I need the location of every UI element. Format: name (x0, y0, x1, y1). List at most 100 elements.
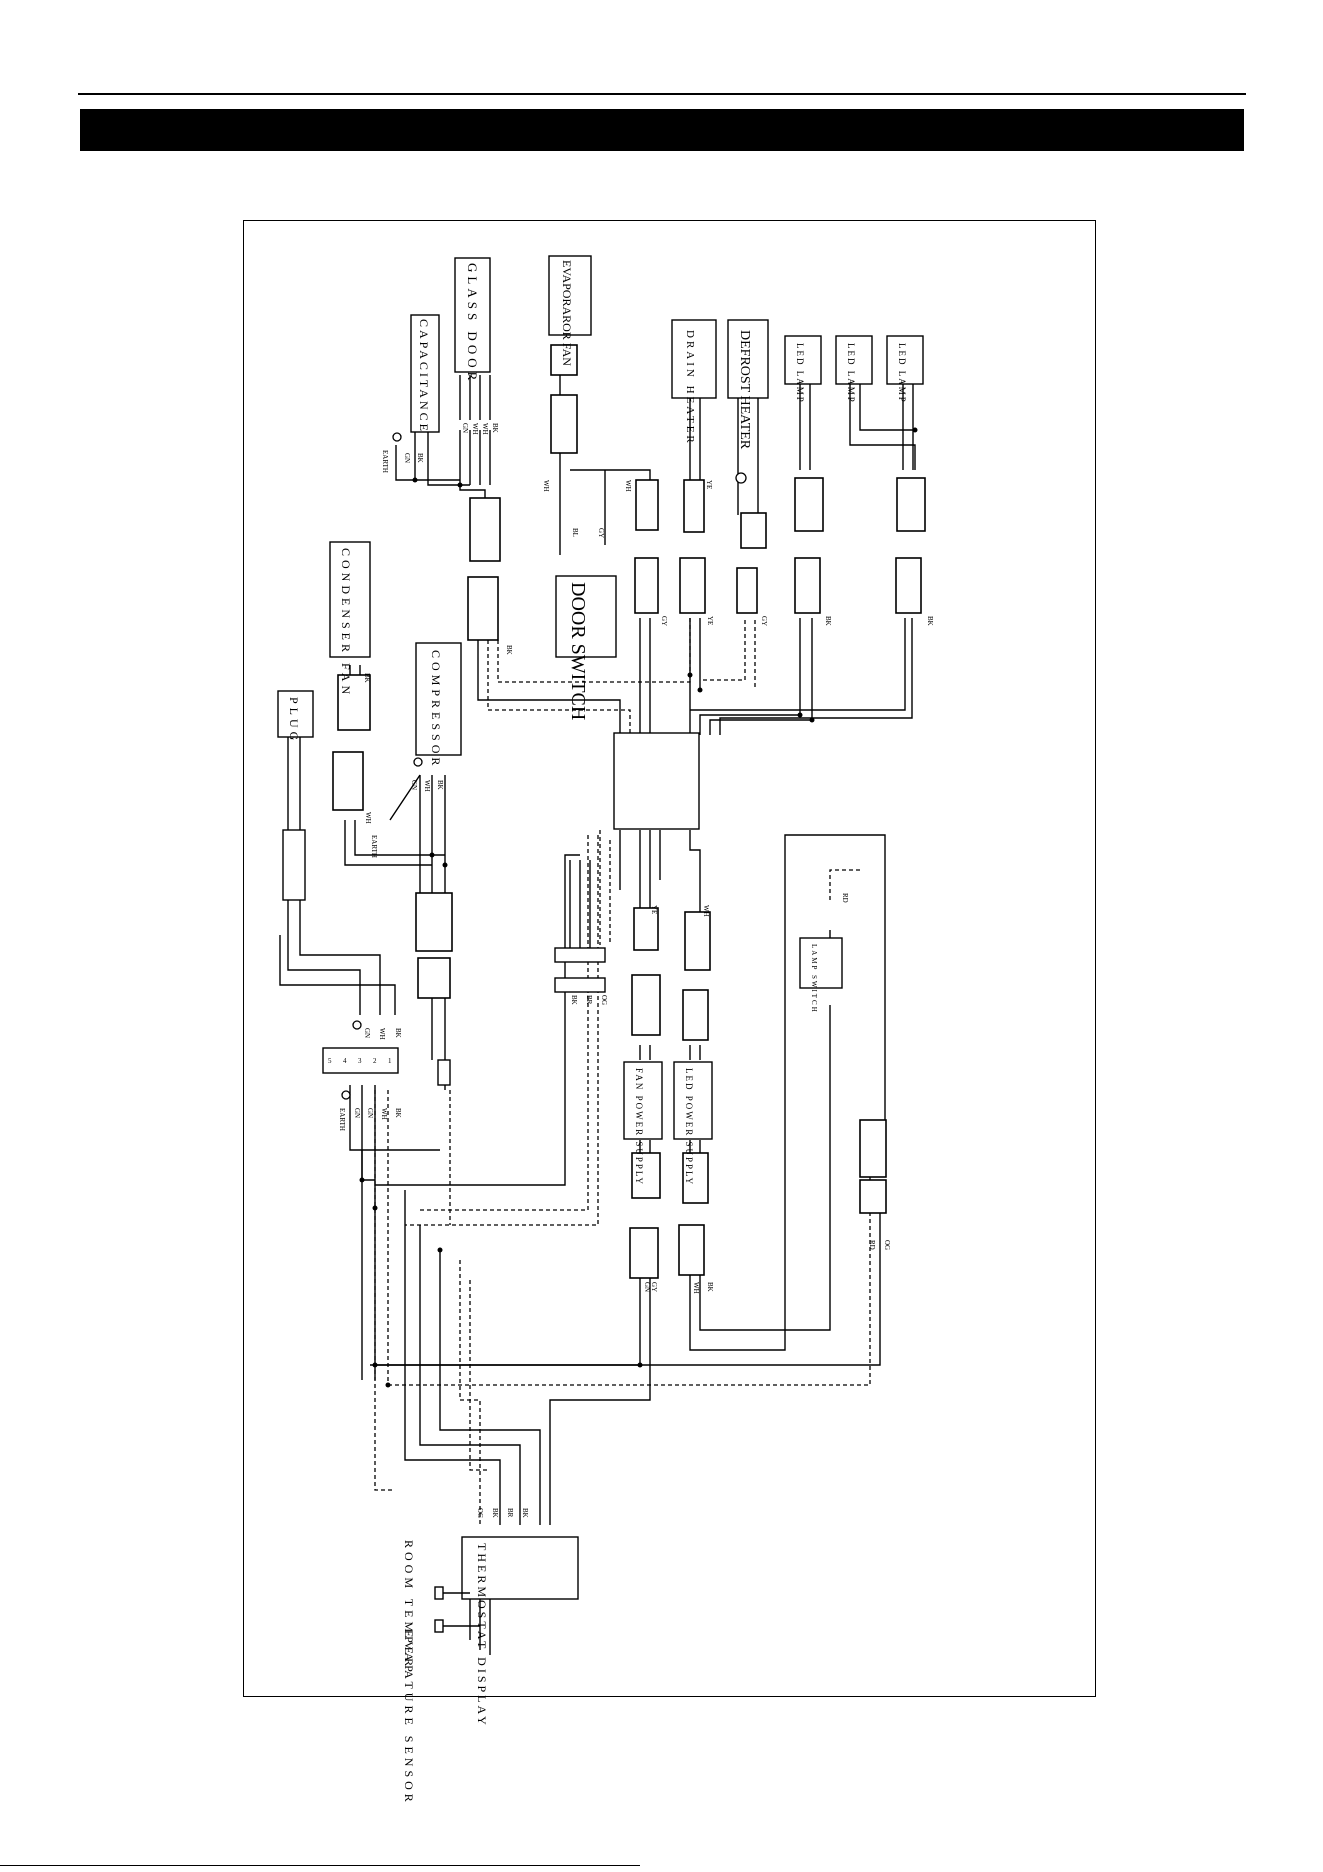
door-switch-label: DOOR SWITCH (567, 582, 589, 720)
condenser-fan-connector-2 (332, 751, 364, 811)
led-lamp-3-connector (896, 477, 926, 532)
terminal-number: 4 (343, 1057, 347, 1065)
terminal-number: 3 (358, 1057, 362, 1065)
drain-heater-connector-2 (679, 557, 706, 614)
wire-code: WH (702, 905, 710, 917)
defrost-heater-connector-2 (736, 567, 758, 614)
defrost-heater-label: DEFROST HEATER (737, 330, 752, 450)
earth-symbols (341, 432, 747, 1100)
diagram-frame (243, 220, 1096, 1697)
lamp-switch-label: LAMP SWITCH (810, 944, 818, 1014)
wire-code: GN (403, 453, 411, 463)
led-connector (684, 911, 711, 971)
fan-power-supply-box (623, 1061, 663, 1140)
led-supply-output (682, 1152, 709, 1204)
drain-heater-label: DRAIN HEATER (684, 330, 696, 446)
wire-code: GN (643, 1282, 651, 1292)
wire-code: BK (570, 995, 578, 1005)
wire-code: WH (481, 423, 489, 435)
earth-icon (413, 757, 423, 767)
terminal-number: 1 (388, 1057, 392, 1065)
capacitance-box (410, 314, 440, 433)
wire-code: GN (363, 1028, 371, 1038)
door-switch-connector (634, 557, 659, 614)
junction-dots (359, 427, 918, 1388)
wire-code: BK (824, 616, 832, 626)
wire-code: WH (423, 780, 431, 792)
wire-code: BK (505, 645, 513, 655)
terminal-block-plug (322, 1047, 399, 1074)
terminal-strip-upper (554, 947, 606, 963)
lamp-switch-connector (859, 1119, 887, 1178)
inline-fuse-2 (437, 1059, 451, 1086)
led-lamp-1-label: LED LAMP (795, 343, 805, 404)
glass-door-connector (469, 497, 501, 562)
wire-code: WH (364, 812, 372, 824)
component-boxes (277, 255, 924, 1600)
wire-code: GN (410, 780, 418, 790)
lamp-switch-box (799, 937, 843, 989)
wire-code: BR (585, 995, 593, 1005)
thermostat-display-box (461, 1536, 579, 1600)
condenser-fan-box (329, 541, 371, 658)
wire-code: WH (542, 480, 550, 492)
lamp-switch-connector-2 (859, 1179, 887, 1214)
wire-code: YE (706, 616, 714, 625)
defrost-heater-box (727, 319, 769, 399)
evap-fan-connector-c (635, 479, 659, 531)
plug-label: PLUG (287, 697, 301, 744)
capacitance-label: CAPACITANCE (417, 319, 431, 434)
wire-code: GY (650, 1282, 658, 1292)
wire-code: BK (394, 1028, 402, 1038)
led-connector-3 (678, 1224, 705, 1276)
evaporator-fan-label: EVAPORAROR FAN (560, 260, 574, 366)
wire-code: BK (491, 1508, 499, 1518)
led-supply-input (682, 989, 709, 1041)
led-lamp-2-box (835, 335, 873, 385)
wire-code: GN (461, 423, 469, 433)
wire-code: GY (760, 616, 768, 626)
fan-connector-3 (629, 1227, 659, 1279)
wire-code: BK (926, 616, 934, 626)
wire-code: BK (416, 453, 424, 463)
drain-heater-connector (683, 479, 705, 533)
led-lamp-1-connector-2 (794, 557, 821, 614)
evaporator-fan-box (548, 255, 592, 336)
evap-label: EVAP (402, 1630, 416, 1676)
led-lamp-1-box (784, 335, 822, 385)
wire-code: OG (600, 995, 608, 1005)
led-lamp-3-label: LED LAMP (897, 343, 907, 404)
wire-code: RD (868, 1240, 876, 1250)
wire-code: BK (521, 1508, 529, 1518)
wire-code: RD (841, 893, 849, 903)
compressor-connector (415, 892, 453, 952)
earth-icon (392, 432, 402, 442)
wire-code: BK (491, 423, 499, 433)
top-rule (78, 93, 1246, 95)
led-lamp-2-label: LED LAMP (846, 343, 856, 404)
terminal-blocks: 1 2 3 4 5 (322, 947, 606, 1074)
wire-code-labels: EARTH GN BK GN WH WH BK WH WH BL GY YE G… (338, 423, 934, 1518)
evap-sensor-probe (434, 1619, 444, 1633)
terminal-number: 2 (373, 1057, 377, 1065)
glass-door-label: GLASS DOOR (465, 263, 480, 384)
wire-code: WH (471, 423, 479, 435)
wire-code: GY (597, 528, 605, 538)
door-switch-box (555, 575, 617, 658)
wire-code: WH (624, 480, 632, 492)
wire-code: YE (705, 480, 713, 489)
wire-code: BL (571, 528, 579, 537)
wire-code: WH (692, 1282, 700, 1294)
condenser-fan-label: CONDENSER FAN (339, 548, 353, 698)
wire-code: BK (394, 1108, 402, 1118)
compressor-connector-2 (417, 957, 451, 999)
evap-fan-connector-b (550, 394, 578, 454)
fan-connector (633, 907, 659, 951)
glass-door-box (454, 257, 491, 373)
wire-code: BK (436, 780, 444, 790)
fan-power-supply-label: FAN POWER SUPPLY (634, 1068, 644, 1186)
defrost-heater-connector (740, 512, 767, 549)
bottom-rule (0, 1865, 640, 1866)
wire-code: WH (380, 1108, 388, 1120)
evap-fan-connector-a (550, 344, 578, 376)
